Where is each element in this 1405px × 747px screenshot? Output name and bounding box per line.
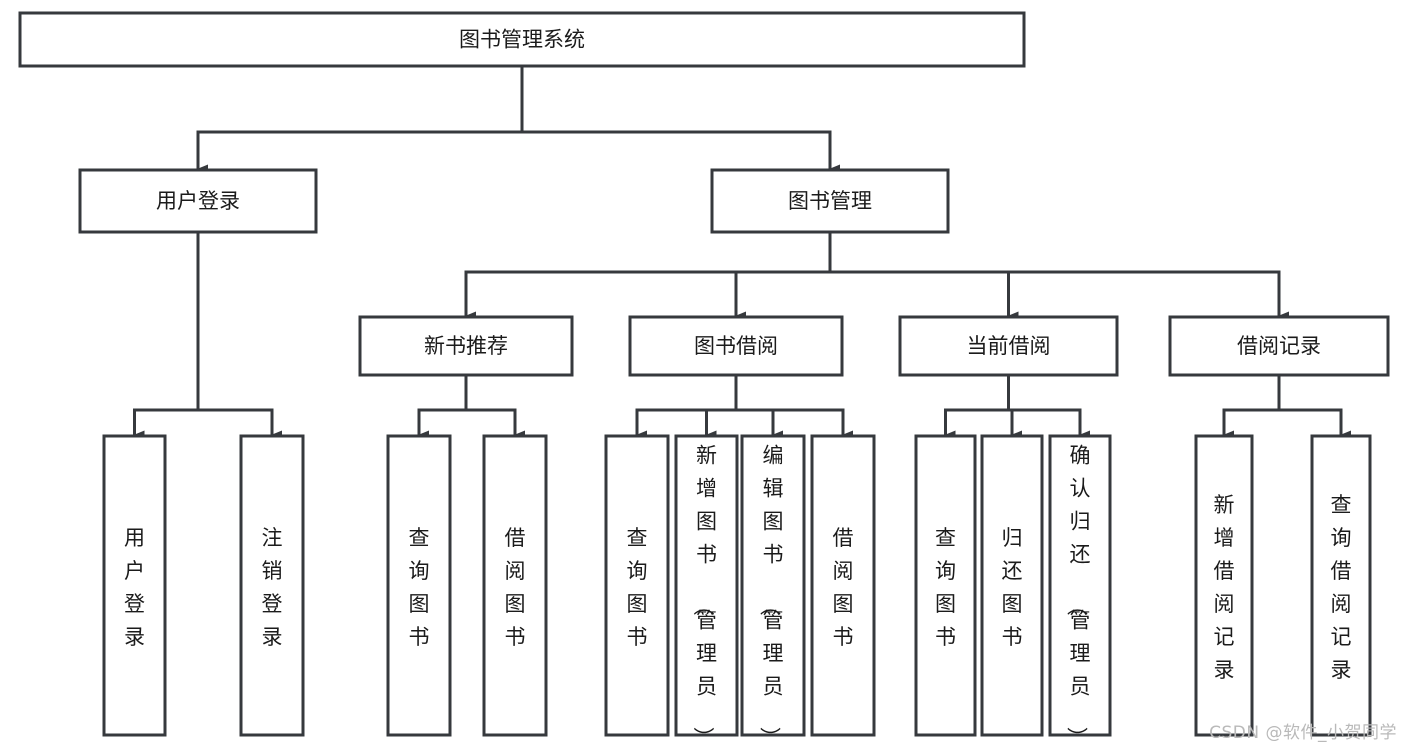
connector-group xyxy=(133,64,1351,440)
node-label-leaf-query-book-current: 查询图书 xyxy=(935,526,956,649)
node-leaf-logout[interactable]: 注销登录 xyxy=(239,434,305,737)
node-label-leaf-query-borrow-record: 查询借阅记录 xyxy=(1331,493,1352,682)
node-box-leaf-add-borrow-record[interactable] xyxy=(1194,434,1254,737)
node-box-borrow-record[interactable] xyxy=(1168,315,1390,377)
node-group: 图书管理系统用户登录图书管理新书推荐图书借阅当前借阅借阅记录用户登录注销登录查询… xyxy=(18,11,1390,747)
node-current-borrow[interactable]: 当前借阅 xyxy=(898,315,1119,377)
node-label-user-login: 用户登录 xyxy=(156,189,240,213)
node-label-leaf-add-book-admin: 新增图书（管理员） xyxy=(691,444,717,747)
node-box-leaf-add-book-admin[interactable] xyxy=(674,434,739,737)
node-label-new-book-recommend: 新书推荐 xyxy=(424,334,508,358)
node-book-borrow[interactable]: 图书借阅 xyxy=(628,315,844,377)
node-label-root: 图书管理系统 xyxy=(459,28,585,52)
node-box-leaf-borrow-book[interactable] xyxy=(810,434,876,737)
node-box-leaf-query-book-current[interactable] xyxy=(914,434,977,737)
node-root[interactable]: 图书管理系统 xyxy=(18,11,1026,68)
node-label-leaf-query-book-new: 查询图书 xyxy=(409,526,430,649)
node-box-leaf-user-login[interactable] xyxy=(102,434,167,737)
node-leaf-edit-book-admin[interactable]: 编辑图书（管理员） xyxy=(740,434,806,747)
node-leaf-borrow-book-new[interactable]: 借阅图书 xyxy=(482,434,548,737)
node-label-leaf-user-login: 用户登录 xyxy=(124,526,145,649)
node-label-leaf-return-book: 归还图书 xyxy=(1002,526,1023,649)
node-box-leaf-query-borrow-record[interactable] xyxy=(1310,434,1372,737)
node-label-current-borrow: 当前借阅 xyxy=(967,334,1051,358)
node-leaf-user-login[interactable]: 用户登录 xyxy=(102,434,167,737)
node-box-book-management[interactable] xyxy=(710,168,950,234)
node-label-leaf-borrow-book: 借阅图书 xyxy=(833,526,854,649)
node-box-leaf-query-book-new[interactable] xyxy=(386,434,452,737)
node-box-current-borrow[interactable] xyxy=(898,315,1119,377)
node-leaf-confirm-return-admin[interactable]: 确认归还（管理员） xyxy=(1048,434,1112,747)
csdn-watermark: CSDN @软件_小贺同学 xyxy=(1209,723,1397,743)
node-box-leaf-edit-book-admin[interactable] xyxy=(740,434,806,737)
node-leaf-add-borrow-record[interactable]: 新增借阅记录 xyxy=(1194,434,1254,737)
node-label-leaf-borrow-book-new: 借阅图书 xyxy=(505,526,526,649)
node-leaf-return-book[interactable]: 归还图书 xyxy=(980,434,1044,737)
node-borrow-record[interactable]: 借阅记录 xyxy=(1168,315,1390,377)
node-leaf-query-borrow-record[interactable]: 查询借阅记录 xyxy=(1310,434,1372,737)
node-label-leaf-logout: 注销登录 xyxy=(262,526,283,649)
node-label-leaf-add-borrow-record: 新增借阅记录 xyxy=(1214,493,1235,682)
node-box-leaf-return-book[interactable] xyxy=(980,434,1044,737)
node-label-leaf-query-book-borrow: 查询图书 xyxy=(627,526,648,649)
node-label-leaf-confirm-return-admin: 确认归还（管理员） xyxy=(1065,444,1091,747)
node-book-management[interactable]: 图书管理 xyxy=(710,168,950,234)
node-box-leaf-borrow-book-new[interactable] xyxy=(482,434,548,737)
node-label-borrow-record: 借阅记录 xyxy=(1237,334,1321,358)
node-box-leaf-query-book-borrow[interactable] xyxy=(604,434,670,737)
node-label-book-management: 图书管理 xyxy=(788,189,872,213)
node-user-login[interactable]: 用户登录 xyxy=(78,168,318,234)
node-box-leaf-logout[interactable] xyxy=(239,434,305,737)
node-label-book-borrow: 图书借阅 xyxy=(694,334,778,358)
node-box-book-borrow[interactable] xyxy=(628,315,844,377)
node-box-user-login[interactable] xyxy=(78,168,318,234)
node-box-leaf-confirm-return-admin[interactable] xyxy=(1048,434,1112,737)
node-box-new-book-recommend[interactable] xyxy=(358,315,574,377)
node-label-leaf-edit-book-admin: 编辑图书（管理员） xyxy=(758,444,784,747)
node-leaf-borrow-book[interactable]: 借阅图书 xyxy=(810,434,876,737)
node-box-root[interactable] xyxy=(18,11,1026,68)
node-leaf-query-book-new[interactable]: 查询图书 xyxy=(386,434,452,737)
node-leaf-query-book-borrow[interactable]: 查询图书 xyxy=(604,434,670,737)
node-leaf-query-book-current[interactable]: 查询图书 xyxy=(914,434,977,737)
node-leaf-add-book-admin[interactable]: 新增图书（管理员） xyxy=(674,434,739,747)
node-new-book-recommend[interactable]: 新书推荐 xyxy=(358,315,574,377)
